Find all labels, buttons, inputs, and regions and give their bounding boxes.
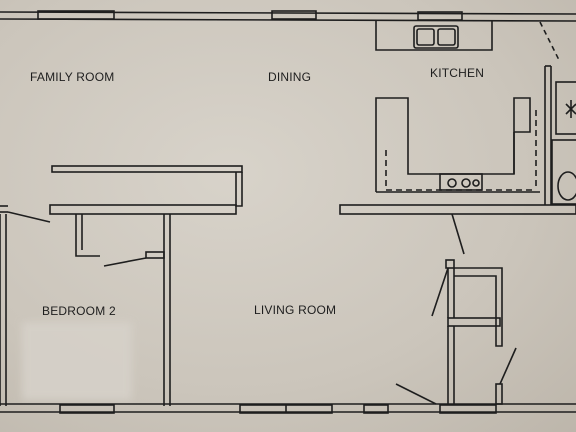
fan-icon xyxy=(565,100,576,118)
fridge-door-swing xyxy=(539,21,561,63)
kitchen-right-wall xyxy=(544,65,576,205)
room-label-dining: DINING xyxy=(268,70,312,84)
room-label-living-room: LIVING ROOM xyxy=(254,303,337,317)
bottom-exterior-wall xyxy=(0,403,576,414)
top-exterior-wall xyxy=(0,10,576,22)
double-sink-icon xyxy=(413,25,459,49)
bedroom-left-wall xyxy=(0,214,7,406)
bedroom-right-wall xyxy=(163,214,171,406)
room-label-bedroom-2: BEDROOM 2 xyxy=(42,304,116,318)
hall-door-swing xyxy=(451,213,465,255)
cooktop-icon xyxy=(439,173,483,191)
kitchen-counter-top xyxy=(375,20,493,51)
family-room-bar xyxy=(51,165,243,207)
bedroom-closet xyxy=(75,214,165,267)
room-label-kitchen: KITCHEN xyxy=(430,66,485,80)
kitchen-island xyxy=(375,97,540,193)
entry-door-swing xyxy=(395,383,437,405)
bedroom-top-wall xyxy=(0,204,237,223)
bath-walls xyxy=(431,259,517,405)
kitchen-living-wall xyxy=(339,204,576,215)
paper-smudge xyxy=(22,322,132,400)
room-label-family-room: FAMILY ROOM xyxy=(30,70,115,84)
